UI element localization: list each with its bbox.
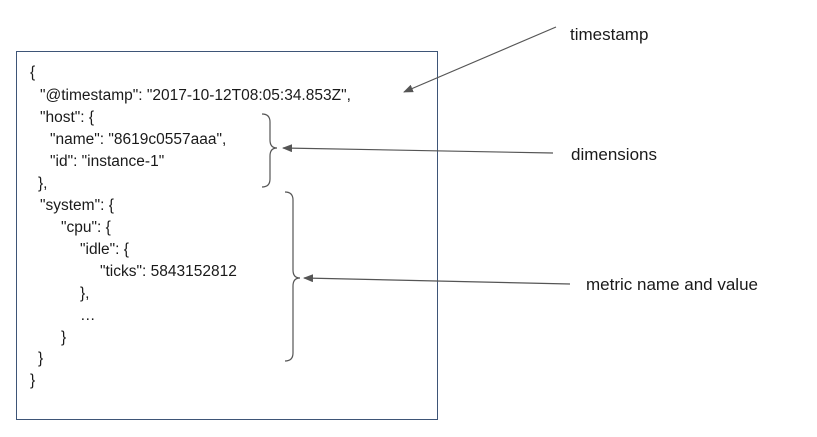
json-line-host-name: "name": "8619c0557aaa", [50,131,227,148]
json-document-box [16,51,438,420]
json-line-ellipsis: … [80,307,96,324]
timestamp-label: timestamp [570,25,649,44]
json-line-host-id: "id": "instance-1" [50,153,165,170]
json-line-cpu-close: } [61,329,67,346]
json-line-timestamp: "@timestamp": "2017-10-12T08:05:34.853Z"… [40,87,351,104]
json-line-idle-close: }, [80,285,90,302]
json-line-system-close: } [38,350,44,367]
dimensions-arrow [282,144,554,154]
json-line-open-brace: { [30,64,36,81]
json-line-host-open: "host": { [40,109,95,126]
json-line-close-brace: } [30,372,36,389]
dimensions-brace [261,113,278,188]
metric-arrow [303,274,571,285]
json-line-system-open: "system": { [40,197,114,214]
timestamp-arrow [403,26,557,93]
json-line-cpu-open: "cpu": { [61,219,111,236]
metric-brace [284,191,301,362]
json-line-ticks: "ticks": 5843152812 [100,263,237,280]
json-line-host-close: }, [38,175,48,192]
json-line-idle-open: "idle": { [80,241,129,258]
metric-name-and-value-label: metric name and value [586,275,758,294]
dimensions-label: dimensions [571,145,657,164]
